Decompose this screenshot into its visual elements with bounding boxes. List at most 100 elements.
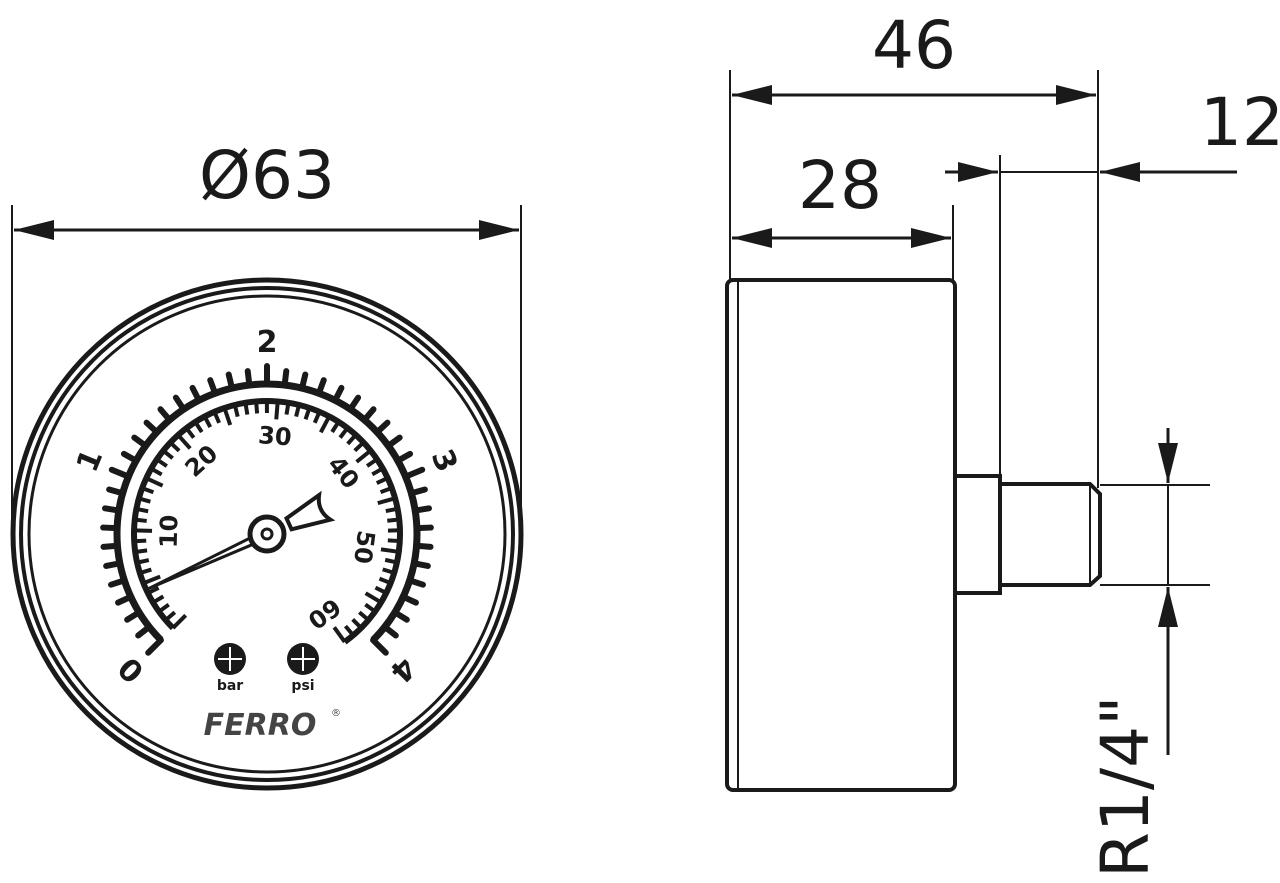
- thread-connector: [998, 482, 1102, 587]
- psi-tick: [134, 548, 148, 554]
- bar-tick: [347, 394, 362, 413]
- psi-tick: [136, 507, 149, 514]
- bar-tick: [145, 637, 164, 656]
- psi-tick: [351, 618, 363, 630]
- unit-psi-label: psi: [291, 678, 314, 694]
- bar-label: 1: [70, 444, 110, 477]
- bar-tick: [120, 450, 140, 464]
- psi-tick: [343, 624, 355, 637]
- bar-tick: [299, 371, 309, 392]
- psi-label: 50: [348, 529, 380, 566]
- psi-tick: [371, 466, 384, 477]
- psi-tick: [193, 420, 204, 434]
- bar-tick: [102, 505, 122, 514]
- bar-tick: [402, 466, 426, 480]
- psi-tick: [139, 567, 152, 575]
- psi-tick: [142, 574, 161, 586]
- needle-counterweight: [283, 490, 336, 532]
- psi-tick: [312, 410, 322, 424]
- side-view: 46 28 12 R1/4": [725, 7, 1280, 878]
- diameter-label: Ø63: [199, 137, 335, 214]
- bar-label: 0: [112, 650, 152, 690]
- psi-label: 60: [303, 592, 346, 634]
- psi-tick: [375, 476, 389, 485]
- psi-tick: [136, 558, 150, 565]
- psi-tick: [164, 610, 177, 622]
- bar-tick: [361, 406, 377, 423]
- bar-tick: [172, 394, 187, 413]
- psi-tick: [274, 401, 280, 420]
- bar-tick: [315, 377, 327, 397]
- psi-tick: [146, 585, 160, 595]
- bar-tick: [408, 486, 428, 497]
- needle-pin: [260, 527, 274, 541]
- bezel-outer: [10, 277, 524, 791]
- psi-tick: [303, 407, 312, 420]
- bar-tick: [225, 371, 235, 392]
- bar-tick: [131, 434, 149, 449]
- psi-tick: [364, 602, 377, 614]
- brand-logo: FERRO: [204, 708, 317, 743]
- psi-tick: [145, 476, 164, 488]
- bar-tick: [108, 577, 128, 588]
- psi-tick: [346, 433, 358, 446]
- psi-tick: [169, 441, 181, 453]
- psi-tick: [171, 613, 188, 630]
- psi-tick: [380, 547, 400, 554]
- connector-hex: [953, 474, 1002, 595]
- psi-tick: [358, 610, 370, 622]
- psi-tick: [232, 404, 240, 418]
- total-depth-label: 46: [872, 7, 956, 84]
- psi-tick: [243, 402, 250, 415]
- bar-tick: [115, 593, 134, 606]
- psi-tick: [184, 426, 196, 439]
- bar-tick: [103, 560, 123, 569]
- psi-tick: [384, 557, 398, 565]
- bar-tick: [124, 609, 143, 623]
- psi-screw-icon: [287, 643, 319, 675]
- bar-screw-icon: [214, 643, 246, 675]
- psi-tick: [338, 426, 349, 439]
- bar-tick: [106, 486, 126, 497]
- bar-label: 4: [383, 650, 423, 690]
- bar-tick: [370, 637, 389, 656]
- bar-tick: [332, 384, 345, 404]
- psi-tick: [162, 449, 174, 460]
- bar-tick: [381, 623, 399, 639]
- bar-tick: [413, 524, 434, 532]
- psi-tick: [379, 486, 393, 495]
- psi-label: 10: [155, 514, 184, 548]
- psi-tick: [364, 591, 383, 605]
- psi-tick: [157, 602, 170, 614]
- psi-tick: [365, 457, 379, 468]
- bar-tick: [394, 450, 414, 464]
- psi-tick: [212, 411, 221, 424]
- gauge-case-side: [725, 278, 957, 792]
- needle-hub: [247, 514, 287, 554]
- bar-tick: [244, 368, 253, 389]
- psi-tick: [134, 538, 147, 544]
- psi-tick: [382, 567, 395, 575]
- psi-tick: [284, 402, 291, 415]
- bar-tick: [157, 406, 173, 423]
- bar-tick: [143, 419, 160, 436]
- bezel-inner: [19, 286, 515, 782]
- psi-tick: [134, 517, 147, 523]
- psi-tick: [378, 576, 392, 585]
- psi-scale-arc: [131, 398, 403, 645]
- psi-tick: [330, 420, 341, 434]
- bar-tick: [100, 524, 121, 532]
- dial-edge: [27, 294, 507, 774]
- bar-tick: [207, 377, 219, 397]
- psi-tick: [385, 506, 398, 514]
- bar-label: 2: [257, 325, 278, 360]
- bar-tick: [406, 577, 426, 588]
- psi-tick: [150, 466, 163, 477]
- psi-tick: [152, 594, 165, 605]
- bar-tick: [412, 505, 432, 514]
- psi-tick: [176, 433, 192, 450]
- unit-bar-label: bar: [217, 678, 243, 694]
- psi-tick: [294, 404, 301, 418]
